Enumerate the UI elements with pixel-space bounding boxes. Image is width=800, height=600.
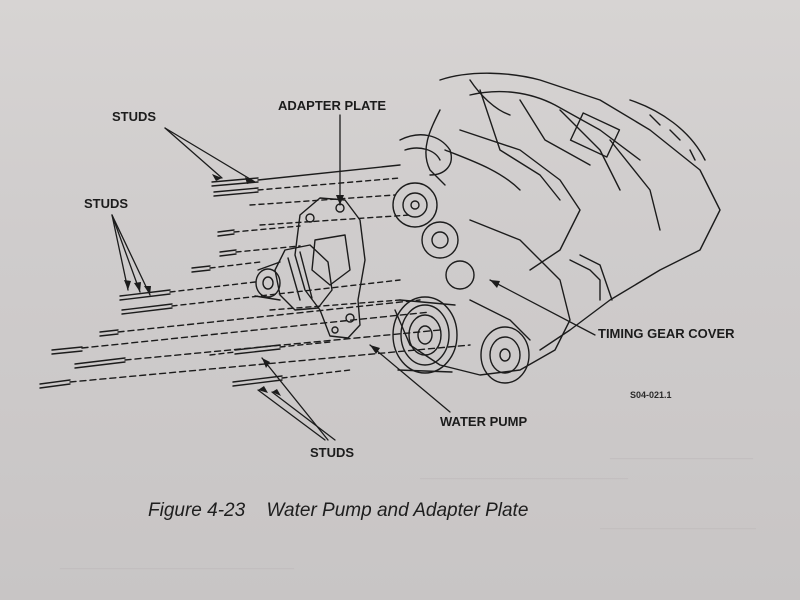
engine-block-drawing (399, 72, 721, 351)
stud-bolts-drawing (39, 164, 471, 389)
label-studs-middle: STUDS (84, 196, 129, 211)
figure-number: Figure 4-23 (148, 500, 246, 521)
bleed-through-text: ———————————— (600, 520, 756, 535)
bleed-through-text: ———————————————— (420, 470, 628, 485)
label-studs-bottom: STUDS (310, 445, 355, 460)
bleed-through-text: ——————————— (610, 450, 753, 465)
figure-title: Water Pump and Adapter Plate (266, 500, 529, 521)
figure-caption: Figure 4-23 Water Pump and Adapter Plate (148, 500, 528, 522)
callout-leaders (111, 114, 596, 441)
label-adapter-plate: ADAPTER PLATE (278, 98, 387, 113)
callout-arrowheads (124, 174, 500, 396)
label-timing-gear-cover: TIMING GEAR COVER (598, 326, 735, 341)
label-part-code: S04-021.1 (630, 390, 672, 400)
timing-gear-cover-drawing (392, 182, 571, 384)
label-studs-top: STUDS (112, 109, 157, 124)
bleed-through-text: —————————————————— (60, 560, 294, 575)
label-water-pump: WATER PUMP (440, 414, 528, 429)
water-pump-drawing (254, 244, 333, 311)
